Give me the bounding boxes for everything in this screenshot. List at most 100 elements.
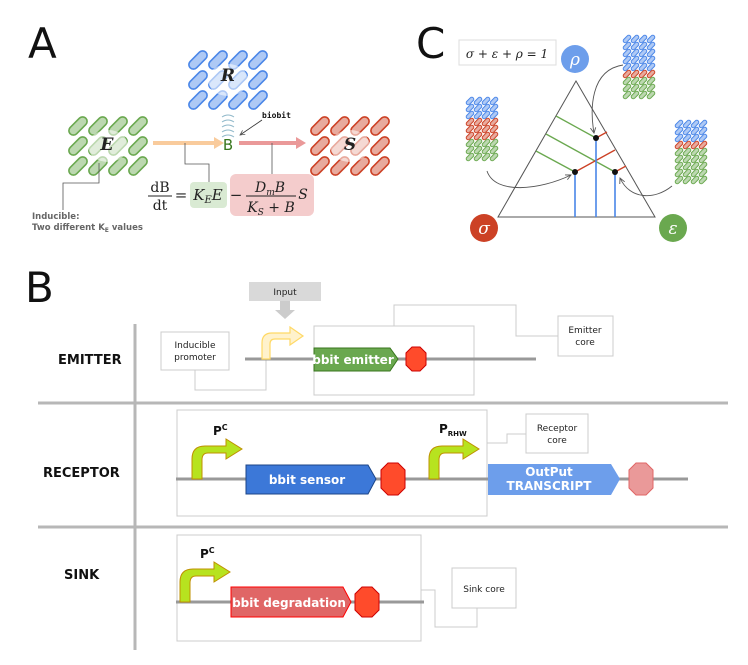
stack-cell-green	[690, 154, 700, 164]
stack-cell-green	[481, 138, 491, 148]
bacterium-cell	[310, 136, 330, 156]
stack-cell-blue	[473, 96, 483, 106]
stack-cell-blue	[630, 34, 640, 44]
receptor-population	[188, 50, 268, 110]
stack-cell-red	[481, 117, 491, 127]
bacterium-cell	[330, 116, 350, 136]
stack-cell-green	[674, 175, 684, 185]
left-cell-stack	[465, 96, 499, 162]
emitter-population	[68, 116, 148, 176]
rate-equation: dB dt = KEE − DmB KS + B S	[148, 174, 314, 218]
rho-vertex-badge	[561, 45, 589, 73]
eq-sink-tail: S	[298, 187, 308, 203]
bacterium-cell	[128, 116, 148, 136]
bacterium-cell	[188, 90, 208, 110]
stack-cell-green	[674, 168, 684, 178]
bacterium-cell	[188, 50, 208, 70]
stack-cell-blue	[622, 34, 632, 44]
stack-cell-blue	[674, 119, 684, 129]
sink-core-label: Sink core	[463, 585, 505, 595]
bacterium-cell	[68, 136, 88, 156]
stack-cell-blue	[638, 55, 648, 65]
inducible-note-line1: Inducible:	[32, 212, 79, 222]
bacterium-cell	[128, 156, 148, 176]
stack-cell-blue	[630, 62, 640, 72]
rhw-promoter-label: PRHW	[439, 422, 467, 438]
sink-core-label-box	[451, 567, 517, 609]
stack-cell-green	[630, 90, 640, 100]
stack-cell-blue	[698, 133, 708, 143]
red-isolines	[574, 131, 627, 173]
stack-cell-blue	[646, 34, 656, 44]
stack-cell-blue	[682, 133, 692, 143]
bacterium-cell	[248, 90, 268, 110]
pointer-curve	[620, 178, 673, 197]
bacterium-cell	[370, 156, 390, 176]
rhw-promoter-arrow-icon	[428, 438, 480, 480]
stack-cell-blue	[698, 119, 708, 129]
stack-cell-green	[630, 83, 640, 93]
stack-cell-blue	[630, 55, 640, 65]
stack-cell-blue	[682, 126, 692, 136]
bacterium-cell	[68, 116, 88, 136]
epsilon-vertex-badge	[659, 214, 687, 242]
composition-point	[572, 169, 578, 175]
stack-cell-green	[682, 175, 692, 185]
stack-cell-green	[473, 145, 483, 155]
stack-cell-blue	[622, 62, 632, 72]
inducible-promoter-arrow-icon	[261, 325, 305, 360]
stack-cell-green	[638, 90, 648, 100]
eq-equals: =	[175, 186, 188, 204]
stack-cell-red	[465, 131, 475, 141]
stack-cell-blue	[630, 41, 640, 51]
stack-cell-green	[682, 154, 692, 164]
stack-cell-red	[489, 124, 499, 134]
stack-cell-blue	[638, 41, 648, 51]
inducible-promoter-label-line1: Inducible	[175, 341, 216, 351]
output-label-line2: TRANSCRIPT	[507, 479, 593, 493]
panel-letter-b: B	[25, 263, 54, 312]
inducible-promoter-box	[160, 331, 230, 371]
constraint-equation: σ + ε + ρ = 1	[466, 47, 548, 61]
stack-cell-green	[481, 152, 491, 162]
stack-cell-blue	[690, 133, 700, 143]
stack-cell-green	[473, 138, 483, 148]
stack-cell-green	[682, 147, 692, 157]
stack-cell-blue	[682, 119, 692, 129]
stack-cell-green	[690, 168, 700, 178]
bbit-sensor-label: bbit sensor	[269, 473, 345, 487]
receptor-symbol: R	[220, 66, 235, 86]
stack-cell-red	[622, 69, 632, 79]
terminator-icon	[354, 586, 380, 618]
eq-lhs-numerator: dB	[150, 180, 169, 196]
stack-cell-green	[638, 83, 648, 93]
epsilon-symbol: ε	[668, 219, 677, 239]
constitutive-promoter-label: PC	[213, 423, 228, 438]
biobit-to-sink-arrow	[239, 137, 306, 149]
bacterium-cell	[370, 136, 390, 156]
stack-cell-red	[638, 69, 648, 79]
stack-cell-red	[465, 124, 475, 134]
stack-cell-red	[646, 69, 656, 79]
bacterium-cell	[128, 136, 148, 156]
connector-line	[62, 163, 100, 210]
eq-minus: −	[230, 186, 243, 204]
sigma-vertex-badge	[470, 214, 498, 242]
right-cell-stack	[674, 119, 708, 185]
stack-cell-blue	[622, 48, 632, 58]
input-arrow-icon	[275, 301, 295, 319]
composition-point	[612, 169, 618, 175]
biobit-pointer	[240, 119, 263, 135]
emitter-construct: Input Inducible promoter Emitter core bb…	[160, 282, 614, 396]
bbit-degradation-gene	[230, 586, 352, 618]
panel-letter-c: C	[416, 19, 445, 68]
emitter-term-highlight	[190, 182, 227, 208]
stack-cell-green	[682, 168, 692, 178]
stack-cell-green	[682, 161, 692, 171]
eq-lhs-denominator: dt	[153, 198, 168, 214]
composition-point	[593, 135, 599, 141]
stack-cell-green	[489, 145, 499, 155]
stack-cell-red	[698, 140, 708, 150]
stack-cell-blue	[638, 48, 648, 58]
stack-cell-red	[473, 124, 483, 134]
